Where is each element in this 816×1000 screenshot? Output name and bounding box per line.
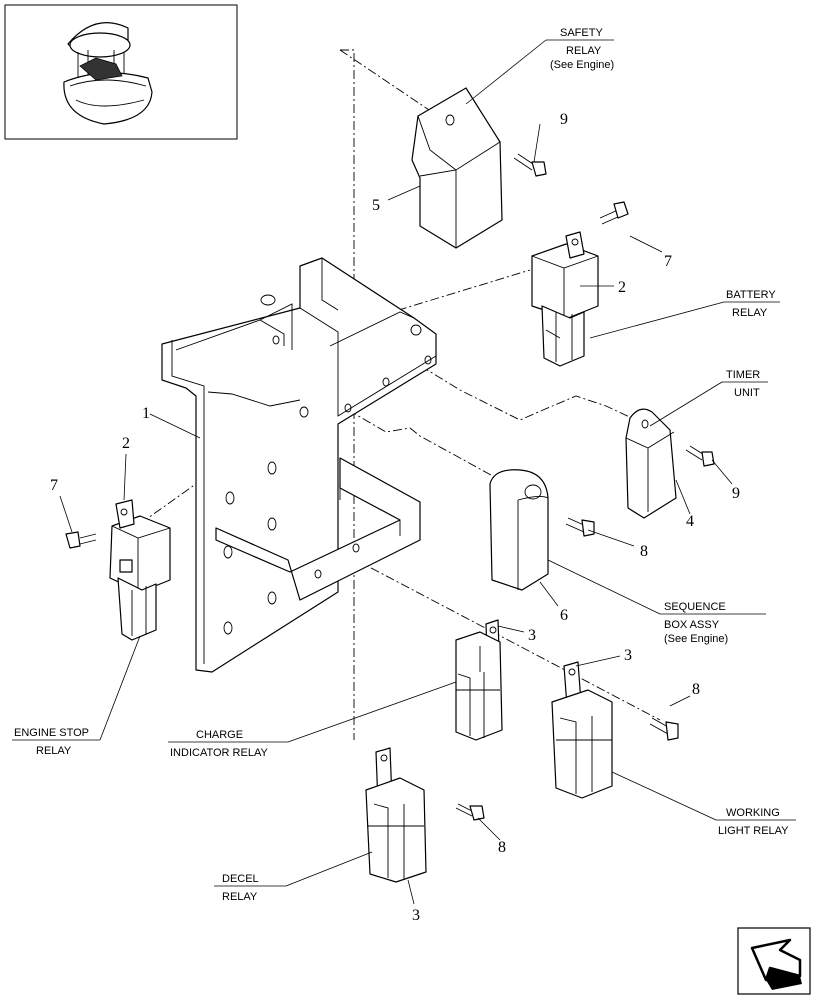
label-decel-relay-line2: RELAY <box>222 891 258 903</box>
callout-bolt-safety: 9 <box>560 111 568 128</box>
callout-bracket: 1 <box>142 405 150 422</box>
part-labels: SAFETY RELAY (See Engine) BATTERY RELAY … <box>14 27 789 903</box>
label-safety-relay-line1: SAFETY <box>560 27 603 39</box>
bolt-icon-top <box>599 201 629 225</box>
callout-battery-relay: 2 <box>618 279 626 296</box>
battery-relay <box>531 231 599 367</box>
bolt-icon-decel <box>455 803 485 821</box>
label-timer-unit-line1: TIMER <box>726 369 760 381</box>
mounting-bracket <box>161 257 437 673</box>
label-working-light-relay-line2: LIGHT RELAY <box>718 825 789 837</box>
bolt-icon-sequence <box>565 517 595 537</box>
label-working-light-relay-line1: WORKING <box>726 807 780 819</box>
label-safety-relay-line2: RELAY <box>566 45 602 57</box>
leader-lines <box>12 39 796 905</box>
label-decel-relay-line1: DECEL <box>222 873 259 885</box>
engine-stop-relay <box>109 499 171 641</box>
callout-working-light-relay: 3 <box>624 647 632 664</box>
machine-thumbnail-icon <box>63 22 153 125</box>
label-sequence-box-line3: (See Engine) <box>664 633 728 645</box>
navigation-arrow-icon[interactable] <box>737 927 811 995</box>
sequence-box <box>489 469 549 591</box>
label-battery-relay-line2: RELAY <box>732 307 768 319</box>
timer-unit <box>625 408 677 519</box>
location-thumbnail <box>4 4 238 140</box>
callout-bolt-decel: 8 <box>498 839 506 856</box>
label-safety-relay-line3: (See Engine) <box>550 59 614 71</box>
label-battery-relay-line1: BATTERY <box>726 289 776 301</box>
callout-bolt-top: 7 <box>664 253 672 270</box>
callout-bolt-left: 7 <box>50 477 58 494</box>
label-charge-indicator-relay-line2: INDICATOR RELAY <box>170 747 268 759</box>
bolt-icon-timer <box>685 445 715 467</box>
callout-timer-unit: 4 <box>686 513 694 530</box>
label-engine-stop-relay-line1: ENGINE STOP <box>14 727 89 739</box>
label-sequence-box-line1: SEQUENCE <box>664 601 726 613</box>
bracket-holes <box>223 294 432 635</box>
callout-bolt-sequence: 8 <box>640 543 648 560</box>
label-engine-stop-relay-line2: RELAY <box>36 745 72 757</box>
callout-charge-indicator-relay: 3 <box>528 627 536 644</box>
charge-indicator-relay <box>455 619 503 741</box>
callout-safety-relay: 5 <box>372 197 380 214</box>
working-light-relay <box>551 661 613 799</box>
bolt-icon-working <box>649 717 679 741</box>
callout-bolt-working: 8 <box>692 681 700 698</box>
label-sequence-box-line2: BOX ASSY <box>664 619 720 631</box>
label-charge-indicator-relay-line1: CHARGE <box>196 729 243 741</box>
callout-bolt-timer: 9 <box>732 485 740 502</box>
callout-engine-stop-relay: 2 <box>122 435 130 452</box>
label-timer-unit-line2: UNIT <box>734 387 760 399</box>
bolt-icon-safety <box>513 153 547 177</box>
callout-decel-relay: 3 <box>412 907 420 924</box>
bolt-icon-left <box>65 531 97 549</box>
callout-sequence-box: 6 <box>560 607 568 624</box>
safety-relay <box>411 87 503 249</box>
callout-numbers: 1 2 2 3 3 3 4 5 6 7 7 8 8 8 9 9 <box>50 111 740 924</box>
decel-relay <box>365 747 427 883</box>
